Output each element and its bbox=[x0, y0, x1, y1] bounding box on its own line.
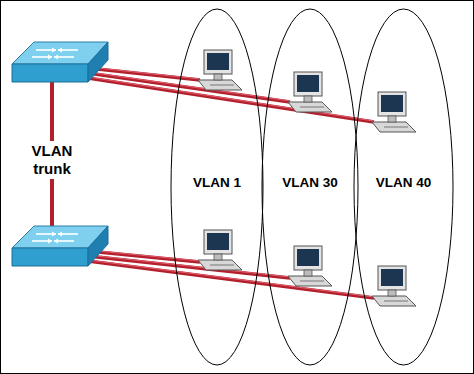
computer-screen bbox=[207, 53, 229, 70]
computer-base bbox=[198, 260, 242, 270]
computer-stand bbox=[214, 254, 222, 260]
computer-monitor bbox=[204, 50, 232, 74]
switch-front bbox=[12, 248, 88, 266]
computer-monitor bbox=[204, 230, 232, 254]
computer-icon bbox=[198, 230, 242, 270]
vlan-ellipse: VLAN 1 bbox=[170, 8, 264, 366]
computer-keys bbox=[300, 107, 324, 108]
vlan-label: VLAN 1 bbox=[170, 175, 264, 190]
computer-icon bbox=[288, 72, 332, 112]
trunk-label: VLAN trunk bbox=[20, 141, 84, 179]
switch-arrowhead bbox=[54, 239, 58, 244]
computer-monitor bbox=[378, 92, 406, 116]
switch-icon bbox=[12, 42, 108, 82]
wire bbox=[88, 73, 290, 102]
computer-monitor bbox=[294, 246, 322, 270]
switch-arrowhead bbox=[48, 239, 52, 244]
wire bbox=[88, 261, 374, 298]
switch-side bbox=[88, 226, 108, 266]
wire-highlight bbox=[88, 260, 374, 297]
computer-base bbox=[198, 80, 242, 90]
computer-screen bbox=[381, 269, 403, 286]
computer-screen bbox=[297, 249, 319, 266]
computer-icon bbox=[372, 92, 416, 132]
computer-screen bbox=[381, 95, 403, 112]
wires bbox=[88, 67, 374, 298]
computer-base bbox=[288, 102, 332, 112]
computer-stand bbox=[214, 74, 222, 80]
computer-stand bbox=[388, 290, 396, 296]
ellipse-shape bbox=[262, 9, 358, 365]
computer-stand bbox=[304, 270, 312, 276]
switch-side bbox=[88, 42, 108, 82]
vlan-label: VLAN 40 bbox=[353, 175, 454, 190]
switch-arrowhead bbox=[52, 48, 56, 53]
computer-icon bbox=[198, 50, 242, 90]
computer-screen bbox=[297, 75, 319, 92]
computer-icon bbox=[288, 246, 332, 286]
wire-highlight bbox=[88, 72, 290, 101]
computer-icon bbox=[372, 266, 416, 306]
vlan-ellipse: VLAN 40 bbox=[353, 8, 454, 366]
computer-base bbox=[372, 122, 416, 132]
switch-arrowhead bbox=[52, 232, 56, 237]
switch-arrowhead bbox=[48, 55, 52, 60]
wire-highlight bbox=[88, 67, 200, 79]
computer-keys bbox=[210, 85, 234, 86]
computer-base bbox=[372, 296, 416, 306]
vlan-label: VLAN 30 bbox=[261, 175, 359, 190]
computer-keys bbox=[384, 301, 408, 302]
wire bbox=[88, 78, 374, 122]
computer-base bbox=[288, 276, 332, 286]
ellipse-shape bbox=[354, 9, 453, 365]
switch-arrowhead bbox=[54, 55, 58, 60]
vlan-ellipse: VLAN 30 bbox=[261, 8, 359, 366]
computer-monitor bbox=[378, 266, 406, 290]
computer-stand bbox=[388, 116, 396, 122]
computer-screen bbox=[207, 233, 229, 250]
switch-icon bbox=[12, 226, 108, 266]
wire-highlight bbox=[88, 77, 374, 121]
computer-stand bbox=[304, 96, 312, 102]
computer-keys bbox=[210, 265, 234, 266]
switch-arrowhead bbox=[58, 232, 62, 237]
ellipse-shape bbox=[171, 9, 263, 365]
computer-keys bbox=[300, 281, 324, 282]
switches bbox=[12, 42, 108, 266]
switch-front bbox=[12, 64, 88, 82]
computer-monitor bbox=[294, 72, 322, 96]
computer-keys bbox=[384, 127, 408, 128]
switch-arrowhead bbox=[58, 48, 62, 53]
